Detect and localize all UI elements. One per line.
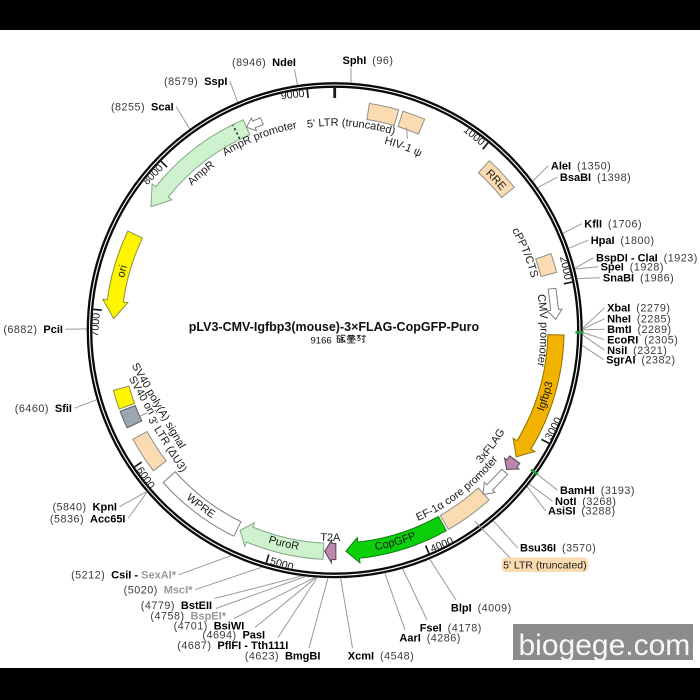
svg-text:pLV3-CMV-Igfbp3(mouse)-3×FLAG-: pLV3-CMV-Igfbp3(mouse)-3×FLAG-CopGFP-Pur…	[189, 320, 480, 334]
svg-text:(8579) SspI: (8579) SspI	[164, 76, 227, 88]
svg-text:(8946) NdeI: (8946) NdeI	[232, 57, 296, 69]
svg-text:HpaI (1800): HpaI (1800)	[591, 235, 655, 247]
svg-text:BlpI (4009): BlpI (4009)	[451, 603, 512, 615]
svg-text:(5020) MscI*: (5020) MscI*	[124, 585, 194, 597]
svg-text:ori: ori	[115, 264, 130, 279]
svg-text:(6460) SfiI: (6460) SfiI	[15, 403, 72, 415]
svg-text:(4694) PasI: (4694) PasI	[202, 630, 265, 642]
svg-text:SnaBI (1986): SnaBI (1986)	[603, 273, 674, 285]
svg-text:Bsu36I (3570): Bsu36I (3570)	[520, 543, 596, 555]
svg-text:HIV-1 ψ: HIV-1 ψ	[383, 135, 424, 160]
svg-text:EcoRI (2305): EcoRI (2305)	[607, 335, 678, 347]
svg-text:SpeI (1928): SpeI (1928)	[601, 262, 664, 274]
svg-text:(5836) Acc65I: (5836) Acc65I	[50, 513, 126, 525]
svg-text:NotI (3268): NotI (3268)	[555, 496, 617, 508]
svg-text:5' LTR (truncated): 5' LTR (truncated)	[503, 560, 587, 572]
svg-text:XbaI (2279): XbaI (2279)	[607, 303, 670, 315]
svg-text:KflI (1706): KflI (1706)	[584, 219, 642, 231]
svg-text:(4758) BspEI*: (4758) BspEI*	[150, 610, 226, 622]
svg-text:(4701) BsiWI: (4701) BsiWI	[174, 621, 245, 633]
svg-text:2000: 2000	[557, 255, 573, 281]
svg-text:(5212) CsiI - SexAI*: (5212) CsiI - SexAI*	[71, 570, 177, 582]
svg-text:(4779) BstEII: (4779) BstEII	[141, 600, 212, 612]
svg-text:1000: 1000	[461, 124, 487, 148]
svg-text:XcmI (4548): XcmI (4548)	[348, 651, 414, 663]
svg-text:NheI (2285): NheI (2285)	[607, 314, 671, 326]
svg-text:BsaBI (1398): BsaBI (1398)	[560, 172, 631, 184]
svg-text:(4687) PflFI - Tth111I: (4687) PflFI - Tth111I	[177, 640, 288, 652]
svg-text:AarI (4286): AarI (4286)	[399, 633, 461, 645]
svg-text:SphI (96): SphI (96)	[343, 55, 394, 67]
svg-text:BamHI (3193): BamHI (3193)	[560, 485, 635, 497]
svg-text:T2A: T2A	[320, 532, 341, 544]
svg-text:(4623) BmgBI: (4623) BmgBI	[245, 650, 321, 662]
svg-text:cPPT/CTS: cPPT/CTS	[509, 226, 540, 279]
svg-text:AleI (1350): AleI (1350)	[551, 161, 611, 173]
svg-text:(5840) KpnI: (5840) KpnI	[52, 502, 117, 514]
svg-text:NsiI (2321): NsiI (2321)	[607, 345, 667, 357]
svg-text:BmtI (2289): BmtI (2289)	[607, 324, 672, 336]
svg-text:BspDI - ClaI (1923): BspDI - ClaI (1923)	[596, 253, 698, 265]
svg-text:CMV promoter: CMV promoter	[534, 293, 549, 367]
svg-text:9166: 9166	[311, 336, 332, 347]
svg-text:(6882) PciI: (6882) PciI	[3, 324, 63, 336]
svg-text:SgrAI (2382): SgrAI (2382)	[606, 355, 675, 367]
svg-text:AsiSI (3288): AsiSI (3288)	[548, 506, 616, 518]
svg-text:(8255) ScaI: (8255) ScaI	[111, 102, 174, 114]
svg-text:7000: 7000	[89, 312, 103, 337]
svg-text:FseI (4178): FseI (4178)	[420, 623, 482, 635]
svg-text:9000: 9000	[280, 88, 305, 103]
